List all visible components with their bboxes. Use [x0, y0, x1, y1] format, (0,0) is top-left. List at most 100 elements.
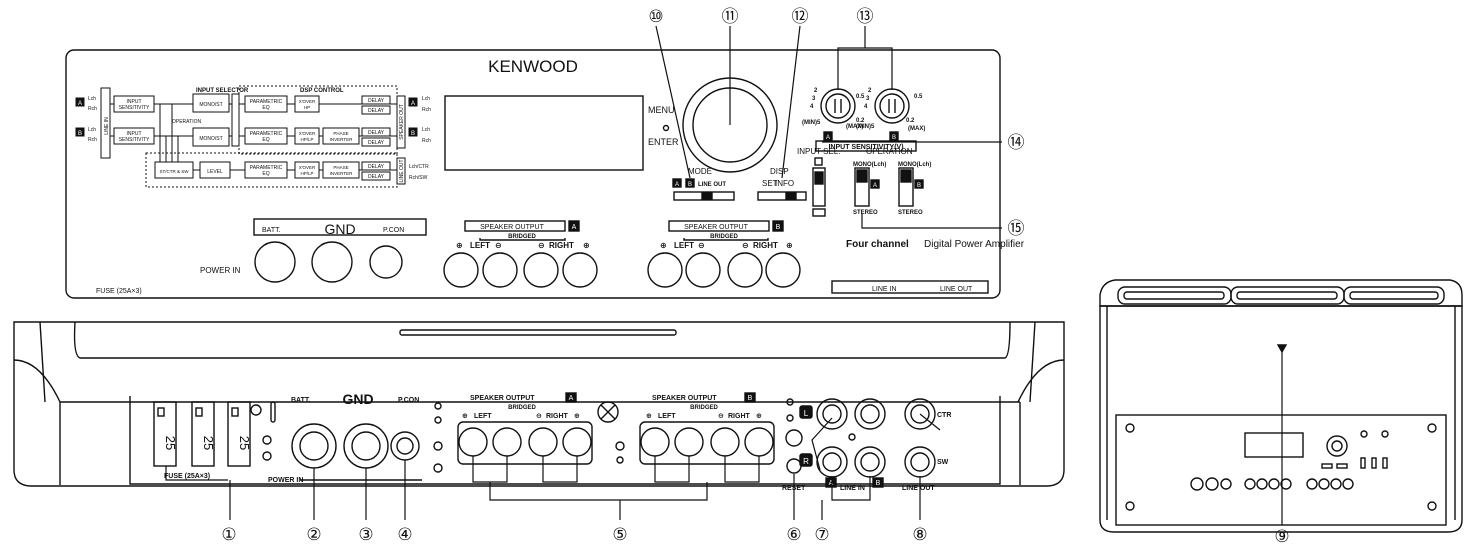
- panel-gnd-terminal[interactable]: [311, 241, 353, 283]
- spk-a-left: LEFT: [470, 241, 490, 250]
- sens-knob-a-inner: [825, 93, 851, 119]
- line-out-sw-jack[interactable]: [904, 446, 936, 478]
- amp-spk-a-bridged: BRIDGED: [508, 405, 536, 411]
- line-in-b-l-jack-inner: [860, 404, 880, 424]
- op-a-tag: [870, 179, 880, 189]
- line-in-b-l-jack[interactable]: [854, 398, 886, 430]
- bd-rch-a: Rch: [88, 106, 97, 112]
- sens-a-min: (MIN)5: [802, 120, 821, 126]
- amp-l-tag-text: L: [804, 409, 809, 418]
- amp-spk-a-right-minus[interactable]: [528, 427, 558, 457]
- tv-term-6: [1268, 478, 1280, 490]
- spk-b-label: SPEAKER OUTPUT: [684, 224, 749, 231]
- bd-delay-4: [361, 137, 391, 147]
- amp-spk-b-right-minus[interactable]: [710, 427, 740, 457]
- input-sensitivity-label: INPUT SENSITIVITY(V): [828, 144, 903, 151]
- bd-input-selector-label: INPUT SELECTOR: [196, 88, 249, 94]
- op-b-switch[interactable]: [898, 167, 914, 207]
- sens-b-min: (MIN)5: [856, 124, 875, 130]
- fuse-3[interactable]: [227, 401, 251, 467]
- spk-b-left-minus[interactable]: [685, 252, 721, 288]
- svg-text:⊕: ⊕: [456, 241, 463, 250]
- spk-a-right-plus[interactable]: [562, 252, 598, 288]
- amp-side-contour: [39, 321, 1036, 403]
- panel-batt-terminal[interactable]: [254, 241, 296, 283]
- amp-batt-terminal[interactable]: [291, 423, 337, 469]
- spk-a-left-minus[interactable]: [482, 252, 518, 288]
- spk-a-right-minus[interactable]: [523, 252, 559, 288]
- amp-pcon-terminal[interactable]: [390, 431, 420, 461]
- input-sel-switch[interactable]: [812, 167, 826, 207]
- fuse-group: 25 25 25 FUSE (25A×3): [153, 401, 262, 480]
- fuse-3-value: 25: [237, 436, 252, 450]
- bd-operation-text: OPERATION: [172, 119, 201, 125]
- line-in-a-r-jack[interactable]: [816, 446, 848, 478]
- amp-reset-button[interactable]: [785, 429, 803, 447]
- svg-text:⊕: ⊕: [660, 241, 667, 250]
- disp-switch[interactable]: [757, 191, 807, 201]
- bd-rch-b: Rch: [88, 137, 97, 143]
- amp-spk-a-left-minus[interactable]: [492, 427, 522, 457]
- line-in-a-l-jack[interactable]: [816, 398, 848, 430]
- bd-b-out-text: B: [411, 131, 415, 137]
- spk-b-right-plus[interactable]: [765, 252, 801, 288]
- spk-a-tag-text: A: [572, 224, 577, 231]
- amp-screw-7: [786, 398, 794, 406]
- spk-a-right: RIGHT: [549, 241, 574, 250]
- amp-top-slot: [399, 329, 677, 336]
- amp-body: [13, 321, 1065, 487]
- amp-gnd-terminal-inner: [351, 431, 381, 461]
- line-in-a-r-jack-inner: [822, 452, 842, 472]
- amp-center-screw: [597, 401, 619, 423]
- bd-xover-a-l1: X'OVER: [299, 99, 316, 104]
- spk-b-left-plus[interactable]: [647, 252, 683, 288]
- fuse-2[interactable]: [191, 401, 215, 467]
- amp-r-tag-text: R: [803, 457, 809, 466]
- line-in-b-r-jack[interactable]: [854, 446, 886, 478]
- amp-gnd-terminal[interactable]: [343, 423, 389, 469]
- disp-switch-knob: [785, 192, 797, 200]
- bd-delay-1-text: DELAY: [368, 98, 385, 104]
- tv-display: [1244, 432, 1304, 458]
- bd-phase-b-l1: PHASE: [333, 131, 348, 136]
- amp-spk-b-left-minus[interactable]: [674, 427, 704, 457]
- mode-switch[interactable]: [673, 191, 735, 201]
- spk-a-left-plus[interactable]: [443, 252, 479, 288]
- tv-term-5: [1256, 478, 1268, 490]
- line-out-ctr-jack[interactable]: [904, 398, 936, 430]
- fuse-1[interactable]: [153, 401, 177, 467]
- bd-line-in-text: LINE IN: [104, 117, 110, 135]
- bd-out-lch-a: Lch: [422, 96, 430, 102]
- spk-b-right-minus[interactable]: [727, 252, 763, 288]
- mode-a-tag: [672, 178, 682, 188]
- svg-text:⊕: ⊕: [756, 413, 762, 420]
- amp-spk-a-left-plus[interactable]: [458, 427, 488, 457]
- bd-delay-4-text: DELAY: [368, 140, 385, 146]
- svg-text:⊕: ⊕: [786, 241, 793, 250]
- panel-line-in: LINE IN: [872, 286, 897, 293]
- amp-screw-4: [433, 463, 443, 473]
- sens-b-tick-3: 3: [866, 96, 870, 102]
- panel-pcon-terminal[interactable]: [369, 245, 403, 279]
- bd-b-text: B: [78, 131, 82, 137]
- spk-b-right: RIGHT: [753, 241, 778, 250]
- amp-spk-b-right-plus[interactable]: [744, 427, 774, 457]
- fuse-1-value: 25: [163, 436, 178, 450]
- top-view-vent-1-inner: [1123, 291, 1225, 300]
- bd-delay-2-text: DELAY: [368, 108, 385, 114]
- line-in-a-l-jack-inner: [822, 404, 842, 424]
- top-view-vent-3-inner: [1349, 291, 1439, 300]
- callout-8: ⑧: [912, 525, 927, 544]
- spk-b-tag: [772, 220, 784, 232]
- bd-monost-a-text: MONO/ST: [199, 102, 222, 108]
- amp-reset-hole: [786, 458, 802, 474]
- tv-term-4: [1244, 478, 1256, 490]
- amp-spk-b-left-plus[interactable]: [640, 427, 670, 457]
- fuse-2-value: 25: [201, 436, 216, 450]
- amp-spk-a-right-plus[interactable]: [562, 427, 592, 457]
- op-a-switch[interactable]: [854, 167, 870, 207]
- bd-line-in-bar: [100, 87, 111, 159]
- bd-xover-b-l1: X'OVER: [299, 131, 316, 136]
- amp-pcon-terminal-inner: [396, 437, 414, 455]
